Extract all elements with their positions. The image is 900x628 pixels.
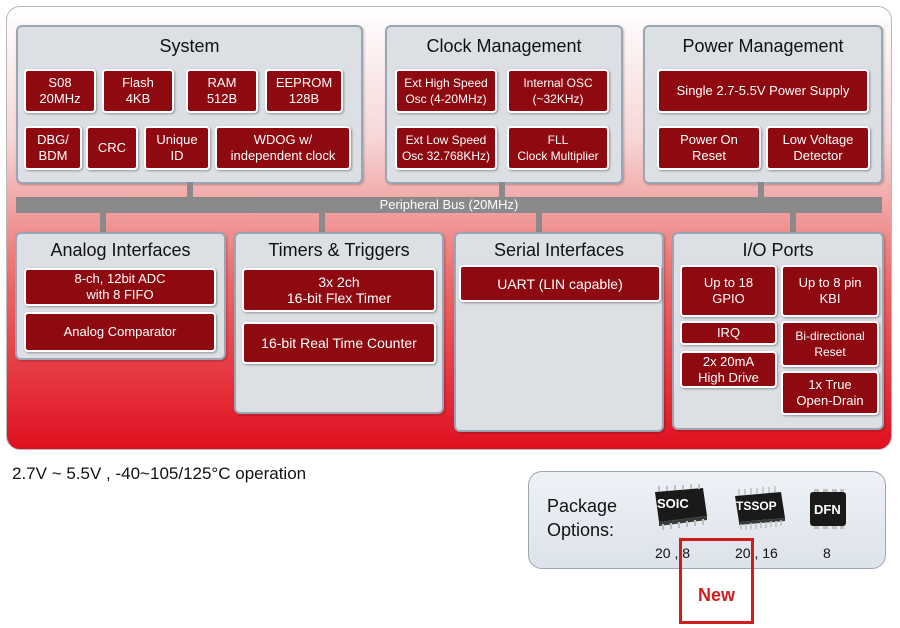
serial-title: Serial Interfaces bbox=[493, 240, 625, 260]
clock-title: Clock Management bbox=[426, 36, 582, 56]
bus-connector bbox=[790, 213, 796, 233]
block-flex-timer: 3x 2ch 16-bit Flex Timer bbox=[242, 268, 436, 312]
block-s08-core: S08 20MHz bbox=[24, 69, 96, 113]
new-label: New bbox=[697, 585, 735, 605]
block-rtc: 16-bit Real Time Counter bbox=[242, 322, 436, 364]
dfn-chip-name: DFN bbox=[814, 502, 841, 517]
io-title: I/O Ports bbox=[742, 240, 814, 260]
analog-title: Analog Interfaces bbox=[50, 240, 191, 260]
system-panel: System S08 20MHz Flash 4KB RAM 512B EEPR… bbox=[16, 25, 363, 184]
bus-connector bbox=[499, 182, 505, 197]
analog-panel: Analog Interfaces 8-ch, 12bit ADC with 8… bbox=[15, 232, 226, 360]
tssop-pin-count: 20 , 16 bbox=[735, 545, 778, 561]
block-ram: RAM 512B bbox=[186, 69, 258, 113]
timers-title: Timers & Triggers bbox=[268, 240, 410, 260]
peripheral-bus: Peripheral Bus (20MHz) bbox=[16, 197, 882, 213]
block-adc: 8-ch, 12bit ADC with 8 FIFO bbox=[24, 268, 216, 306]
block-ext-high-speed-osc: Ext High Speed Osc (4-20MHz) bbox=[395, 69, 497, 113]
dfn-pin-count: 8 bbox=[823, 545, 831, 561]
block-crc: CRC bbox=[86, 126, 138, 170]
bus-connector bbox=[319, 213, 325, 233]
bus-connector bbox=[758, 182, 764, 197]
soic-chip-name: SOIC bbox=[657, 496, 689, 511]
io-panel: I/O Ports Up to 18 GPIO Up to 8 pin KBI … bbox=[672, 232, 884, 430]
block-bidirectional-reset: Bi-directional Reset bbox=[781, 321, 879, 367]
serial-panel: Serial Interfaces UART (LIN capable) bbox=[454, 232, 664, 432]
clock-panel: Clock Management Ext High Speed Osc (4-2… bbox=[385, 25, 623, 184]
block-dbg-bdm: DBG/ BDM bbox=[24, 126, 82, 170]
block-high-drive: 2x 20mA High Drive bbox=[680, 351, 777, 388]
block-low-voltage-detector: Low Voltage Detector bbox=[766, 126, 870, 170]
block-unique-id: Unique ID bbox=[144, 126, 210, 170]
bus-connector bbox=[536, 213, 542, 233]
system-title: System bbox=[159, 36, 220, 56]
block-flash: Flash 4KB bbox=[102, 69, 174, 113]
new-highlight-box: New bbox=[679, 538, 754, 624]
block-fll: FLL Clock Multiplier bbox=[507, 126, 609, 170]
block-power-on-reset: Power On Reset bbox=[657, 126, 761, 170]
block-kbi: Up to 8 pin KBI bbox=[781, 265, 879, 317]
tssop-chip-icon bbox=[735, 486, 785, 530]
block-power-supply: Single 2.7-5.5V Power Supply bbox=[657, 69, 869, 113]
block-eeprom: EEPROM 128B bbox=[265, 69, 343, 113]
operation-label: 2.7V ~ 5.5V , -40~105/125°C operation bbox=[12, 464, 307, 483]
block-wdog: WDOG w/ independent clock bbox=[215, 126, 351, 170]
package-options-panel: Package Options: SOIC TSSOP bbox=[528, 471, 886, 569]
bus-connector bbox=[187, 182, 193, 197]
block-analog-comparator: Analog Comparator bbox=[24, 312, 216, 352]
peripheral-bus-label: Peripheral Bus (20MHz) bbox=[379, 197, 519, 212]
bus-connector bbox=[100, 213, 106, 233]
power-title: Power Management bbox=[682, 36, 844, 56]
block-uart: UART (LIN capable) bbox=[459, 265, 661, 302]
tssop-chip-name: TSSOP bbox=[736, 499, 777, 513]
block-irq: IRQ bbox=[680, 321, 777, 345]
power-panel: Power Management Single 2.7-5.5V Power S… bbox=[643, 25, 883, 184]
soic-chip-icon bbox=[655, 484, 707, 530]
block-ext-low-speed-osc: Ext Low Speed Osc 32.768KHz) bbox=[395, 126, 497, 170]
block-open-drain: 1x True Open-Drain bbox=[781, 371, 879, 415]
package-options-label: Package Options: bbox=[547, 496, 618, 540]
block-internal-osc: Internal OSC (~32KHz) bbox=[507, 69, 609, 113]
dfn-chip-icon bbox=[810, 489, 846, 529]
block-gpio: Up to 18 GPIO bbox=[680, 265, 777, 317]
timers-panel: Timers & Triggers 3x 2ch 16-bit Flex Tim… bbox=[234, 232, 444, 414]
